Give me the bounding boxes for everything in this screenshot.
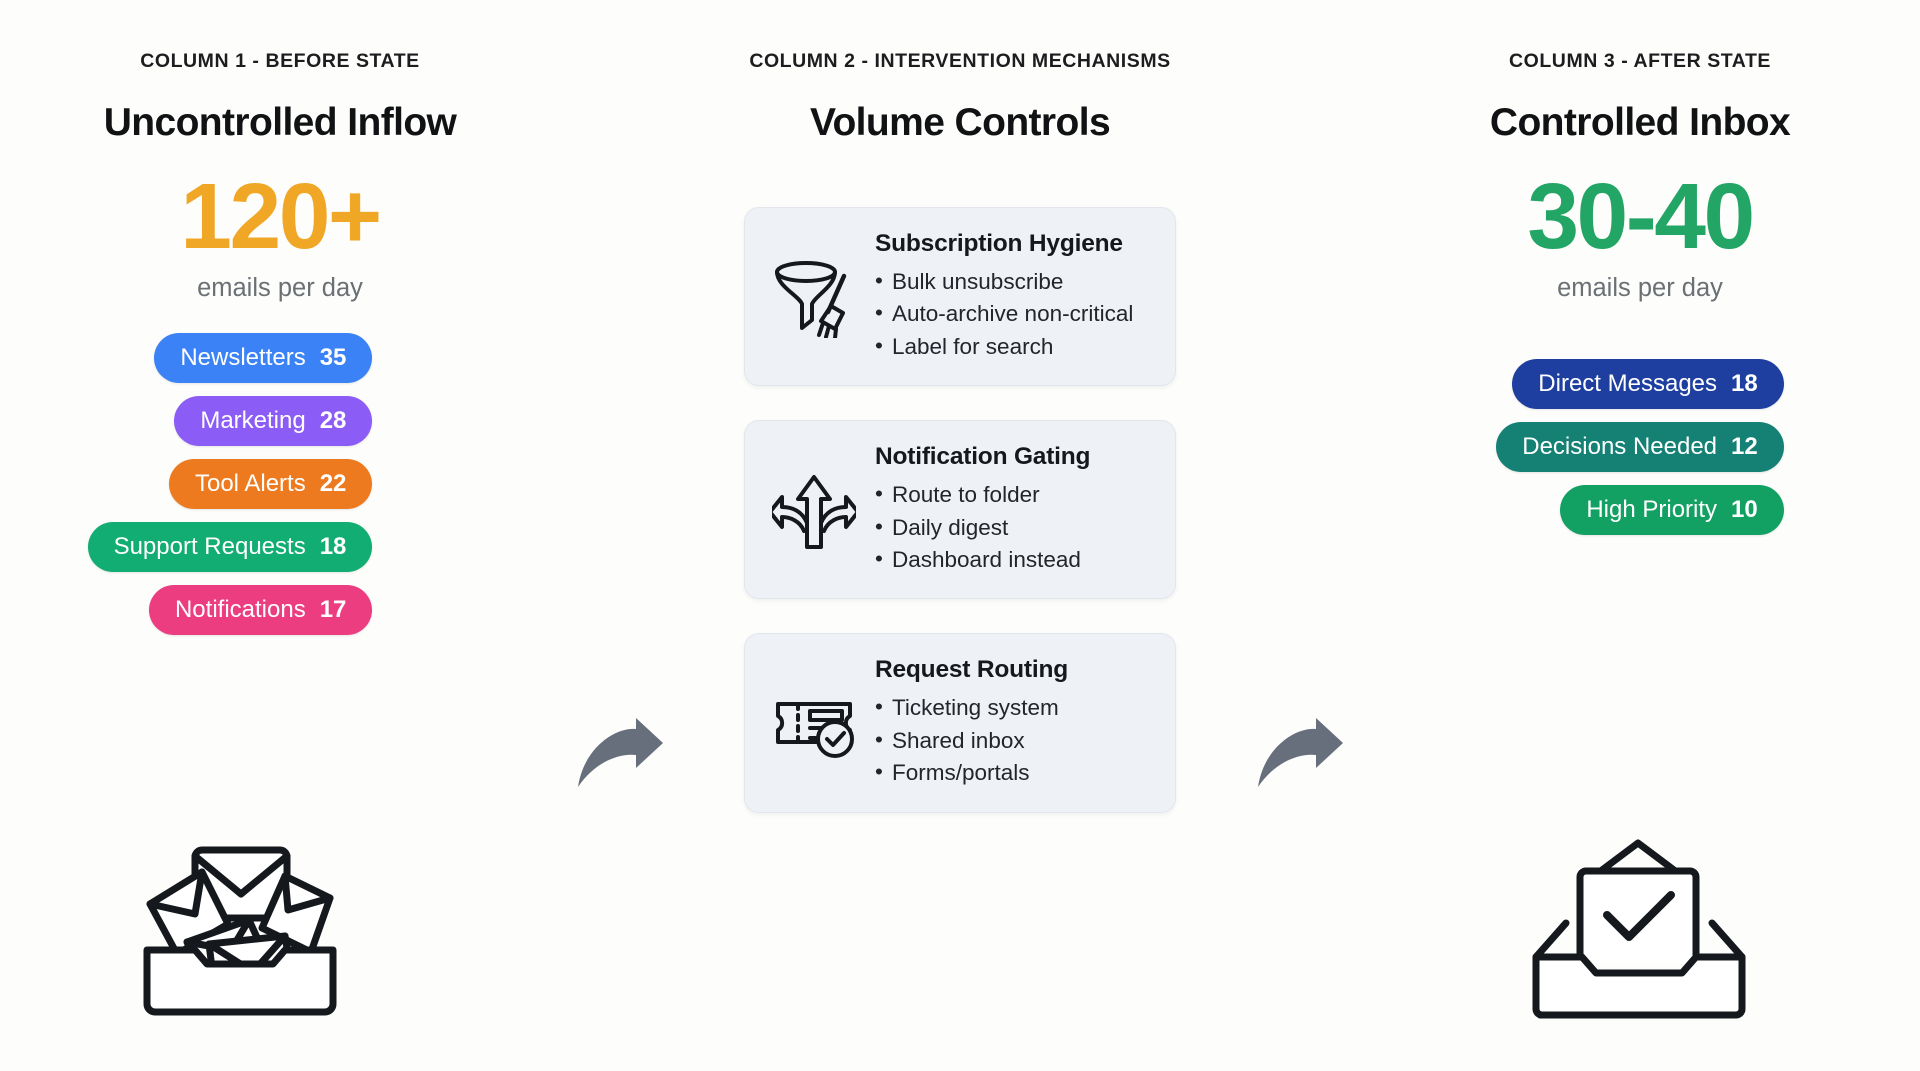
pill-value: 28 bbox=[319, 407, 347, 435]
after-pill-stack: Direct Messages 18 Decisions Needed 12 H… bbox=[1496, 359, 1784, 548]
before-pill-stack: Newsletters 35 Marketing 28 Tool Alerts … bbox=[87, 333, 373, 648]
arrow-middle-to-after bbox=[1240, 0, 1360, 1071]
pill-value: 18 bbox=[1731, 370, 1758, 398]
pill-support-requests[interactable]: Support Requests 18 bbox=[87, 522, 373, 573]
before-stat-value: 120+ bbox=[180, 164, 382, 268]
before-stat-caption: emails per day bbox=[197, 274, 363, 303]
pill-newsletters[interactable]: Newsletters 35 bbox=[154, 333, 373, 384]
column-before-eyebrow: COLUMN 1 - BEFORE STATE bbox=[140, 50, 420, 72]
pill-value: 12 bbox=[1731, 433, 1758, 461]
pill-notifications[interactable]: Notifications 17 bbox=[148, 585, 373, 636]
pill-tool-alerts[interactable]: Tool Alerts 22 bbox=[168, 459, 373, 510]
card-title: Notification Gating bbox=[875, 443, 1091, 471]
pill-value: 10 bbox=[1731, 496, 1758, 524]
pill-label: Support Requests bbox=[113, 533, 306, 561]
card-bullet: Label for search bbox=[875, 330, 1151, 363]
three-way-arrow-icon bbox=[771, 469, 857, 551]
clean-inbox-check-icon bbox=[1530, 837, 1750, 1027]
pill-marketing[interactable]: Marketing 28 bbox=[174, 396, 373, 447]
pill-value: 22 bbox=[319, 470, 347, 498]
pill-direct-messages[interactable]: Direct Messages 18 bbox=[1512, 359, 1784, 410]
column-middle-eyebrow: COLUMN 2 - INTERVENTION MECHANISMS bbox=[749, 50, 1171, 72]
column-intervention-mechanisms: COLUMN 2 - INTERVENTION MECHANISMS Volum… bbox=[680, 0, 1240, 1071]
after-stat-value: 30-40 bbox=[1527, 164, 1755, 268]
card-bullet: Shared inbox bbox=[875, 724, 1151, 757]
curved-arrow-icon bbox=[1258, 718, 1343, 787]
funnel-broom-icon bbox=[771, 256, 857, 338]
card-title: Subscription Hygiene bbox=[875, 230, 1123, 257]
card-notification-gating[interactable]: Notification Gating Route to folder Dail… bbox=[744, 420, 1176, 600]
card-bullet-list: Route to folder Daily digest Dashboard i… bbox=[875, 478, 1151, 576]
card-bullet: Auto-archive non-critical bbox=[875, 297, 1151, 330]
card-title: Request Routing bbox=[875, 656, 1068, 684]
card-bullet-list: Bulk unsubscribe Auto-archive non-critic… bbox=[875, 265, 1151, 363]
ticket-check-icon bbox=[771, 682, 857, 764]
column-after-eyebrow: COLUMN 3 - AFTER STATE bbox=[1509, 50, 1771, 72]
card-bullet: Bulk unsubscribe bbox=[875, 265, 1151, 298]
pill-label: Newsletters bbox=[180, 344, 306, 372]
pill-decisions-needed[interactable]: Decisions Needed 12 bbox=[1496, 422, 1784, 473]
pill-label: Direct Messages bbox=[1538, 370, 1718, 398]
pill-high-priority[interactable]: High Priority 10 bbox=[1560, 485, 1784, 536]
card-bullet: Route to folder bbox=[875, 478, 1151, 511]
column-before-title: Uncontrolled Inflow bbox=[103, 101, 457, 144]
overflowing-inbox-icon bbox=[125, 832, 355, 1027]
pill-value: 17 bbox=[319, 596, 347, 624]
column-after-title: Controlled Inbox bbox=[1489, 101, 1791, 144]
pill-label: Decisions Needed bbox=[1522, 433, 1718, 461]
curved-arrow-icon bbox=[578, 718, 663, 787]
arrow-before-to-middle bbox=[560, 0, 680, 1071]
pill-label: Notifications bbox=[174, 596, 306, 624]
pill-label: High Priority bbox=[1586, 496, 1718, 524]
card-bullet: Ticketing system bbox=[875, 691, 1151, 724]
card-request-routing[interactable]: Request Routing Ticketing system Shared … bbox=[744, 633, 1176, 813]
after-stat-caption: emails per day bbox=[1557, 274, 1723, 303]
pill-value: 18 bbox=[319, 533, 347, 561]
pill-value: 35 bbox=[319, 344, 347, 372]
card-subscription-hygiene[interactable]: Subscription Hygiene Bulk unsubscribe Au… bbox=[744, 207, 1176, 387]
card-bullet: Daily digest bbox=[875, 511, 1151, 544]
card-bullet: Dashboard instead bbox=[875, 543, 1151, 576]
pill-label: Marketing bbox=[200, 407, 306, 435]
column-middle-title: Volume Controls bbox=[809, 101, 1111, 144]
card-bullet: Forms/portals bbox=[875, 756, 1151, 789]
pill-label: Tool Alerts bbox=[194, 470, 306, 498]
card-bullet-list: Ticketing system Shared inbox Forms/port… bbox=[875, 691, 1151, 789]
column-before-state: COLUMN 1 - BEFORE STATE Uncontrolled Inf… bbox=[0, 0, 560, 1071]
mechanism-card-list: Subscription Hygiene Bulk unsubscribe Au… bbox=[744, 207, 1176, 847]
column-after-state: COLUMN 3 - AFTER STATE Controlled Inbox … bbox=[1360, 0, 1920, 1071]
